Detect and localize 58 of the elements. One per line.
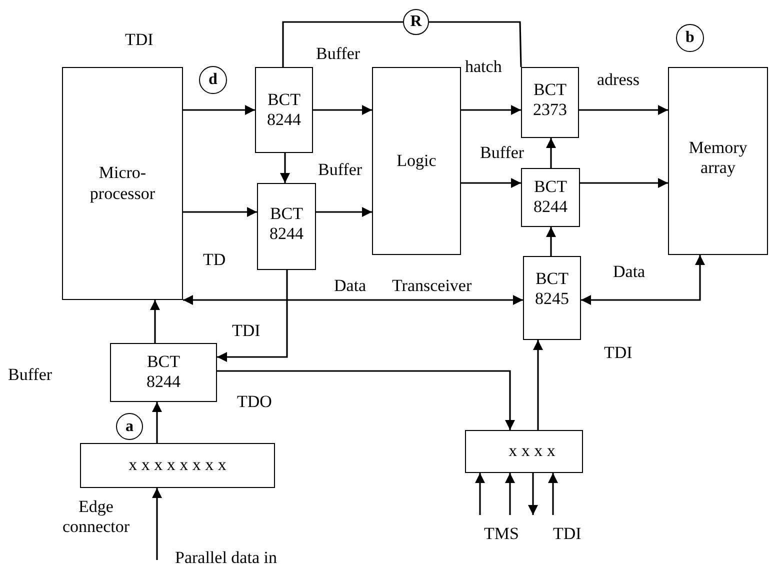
circled-letter: R (403, 9, 429, 35)
block-box: x x x x (465, 430, 583, 473)
signal-label: TMS (484, 524, 519, 544)
signal-label: Edge connector (61, 497, 131, 538)
arrow (548, 473, 558, 515)
block-box: Memory array (668, 67, 768, 255)
arrow (152, 402, 162, 443)
block-box: Logic (372, 67, 461, 255)
signal-label: Buffer (8, 365, 52, 386)
signal-label: TDI (604, 343, 632, 364)
connector-line (282, 21, 403, 67)
arrow (280, 153, 290, 183)
arrow (533, 340, 543, 430)
arrow (461, 178, 521, 188)
block-box: BCT 2373 (521, 67, 579, 138)
arrow (313, 105, 372, 115)
signal-label: TD (203, 250, 226, 270)
block-box: BCT 8244 (110, 343, 217, 402)
arrow (217, 370, 515, 430)
arrow (461, 105, 521, 115)
signal-label: Buffer (318, 160, 362, 180)
connector-line (429, 21, 522, 68)
arrow (546, 227, 556, 256)
arrow (528, 473, 538, 515)
block-box: BCT 8244 (521, 168, 580, 227)
arrow (579, 105, 668, 115)
signal-label: Data (334, 276, 366, 296)
circled-letter: d (199, 66, 227, 94)
arrow (217, 270, 288, 362)
signal-label: TDI (125, 30, 154, 50)
circled-letter: b (676, 24, 704, 52)
block-box: BCT 8244 (255, 67, 313, 153)
signal-label: Transceiver (392, 276, 472, 296)
arrow (581, 255, 705, 305)
signal-label: Buffer (316, 44, 360, 64)
signal-label: adress (597, 70, 640, 90)
arrow (183, 295, 523, 305)
block-box: BCT 8245 (523, 256, 581, 340)
block-box: Micro- processor (62, 67, 183, 300)
arrow (183, 105, 255, 115)
signal-label: Data (613, 262, 646, 282)
arrow (546, 138, 556, 168)
arrow (150, 300, 160, 343)
circled-letter: a (116, 413, 143, 440)
arrow (580, 178, 668, 188)
signal-label: TDI (232, 321, 260, 342)
signal-label: hatch (465, 57, 502, 78)
signal-label: Parallel data in (175, 548, 277, 568)
block-box: BCT 8244 (257, 183, 316, 270)
signal-label: Buffer (480, 143, 524, 164)
arrow (475, 473, 485, 515)
arrow (152, 488, 162, 560)
block-box: x x x x x x x x (80, 443, 275, 488)
signal-label: TDO (237, 392, 272, 412)
signal-label: TDI (553, 524, 582, 544)
arrow (505, 473, 515, 515)
arrow (183, 207, 257, 217)
arrow (316, 207, 372, 217)
